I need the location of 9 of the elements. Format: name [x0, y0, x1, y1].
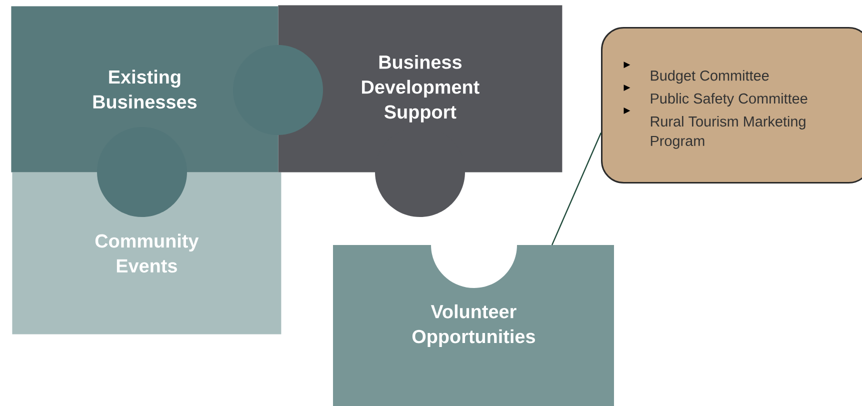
puzzle-piece: Business Development Support — [278, 5, 562, 217]
puzzle-piece: Community Events — [12, 172, 282, 334]
leader-line — [551, 132, 602, 246]
list-item: Budget Committee — [650, 70, 769, 84]
list-item: Public Safety Committee — [650, 93, 808, 107]
list-item: Rural Tourism Marketing Program — [650, 116, 806, 149]
puzzle-piece: Existing Businesses — [11, 6, 323, 217]
puzzle-piece: Volunteer Opportunities — [333, 245, 614, 406]
callout-box — [601, 27, 862, 184]
